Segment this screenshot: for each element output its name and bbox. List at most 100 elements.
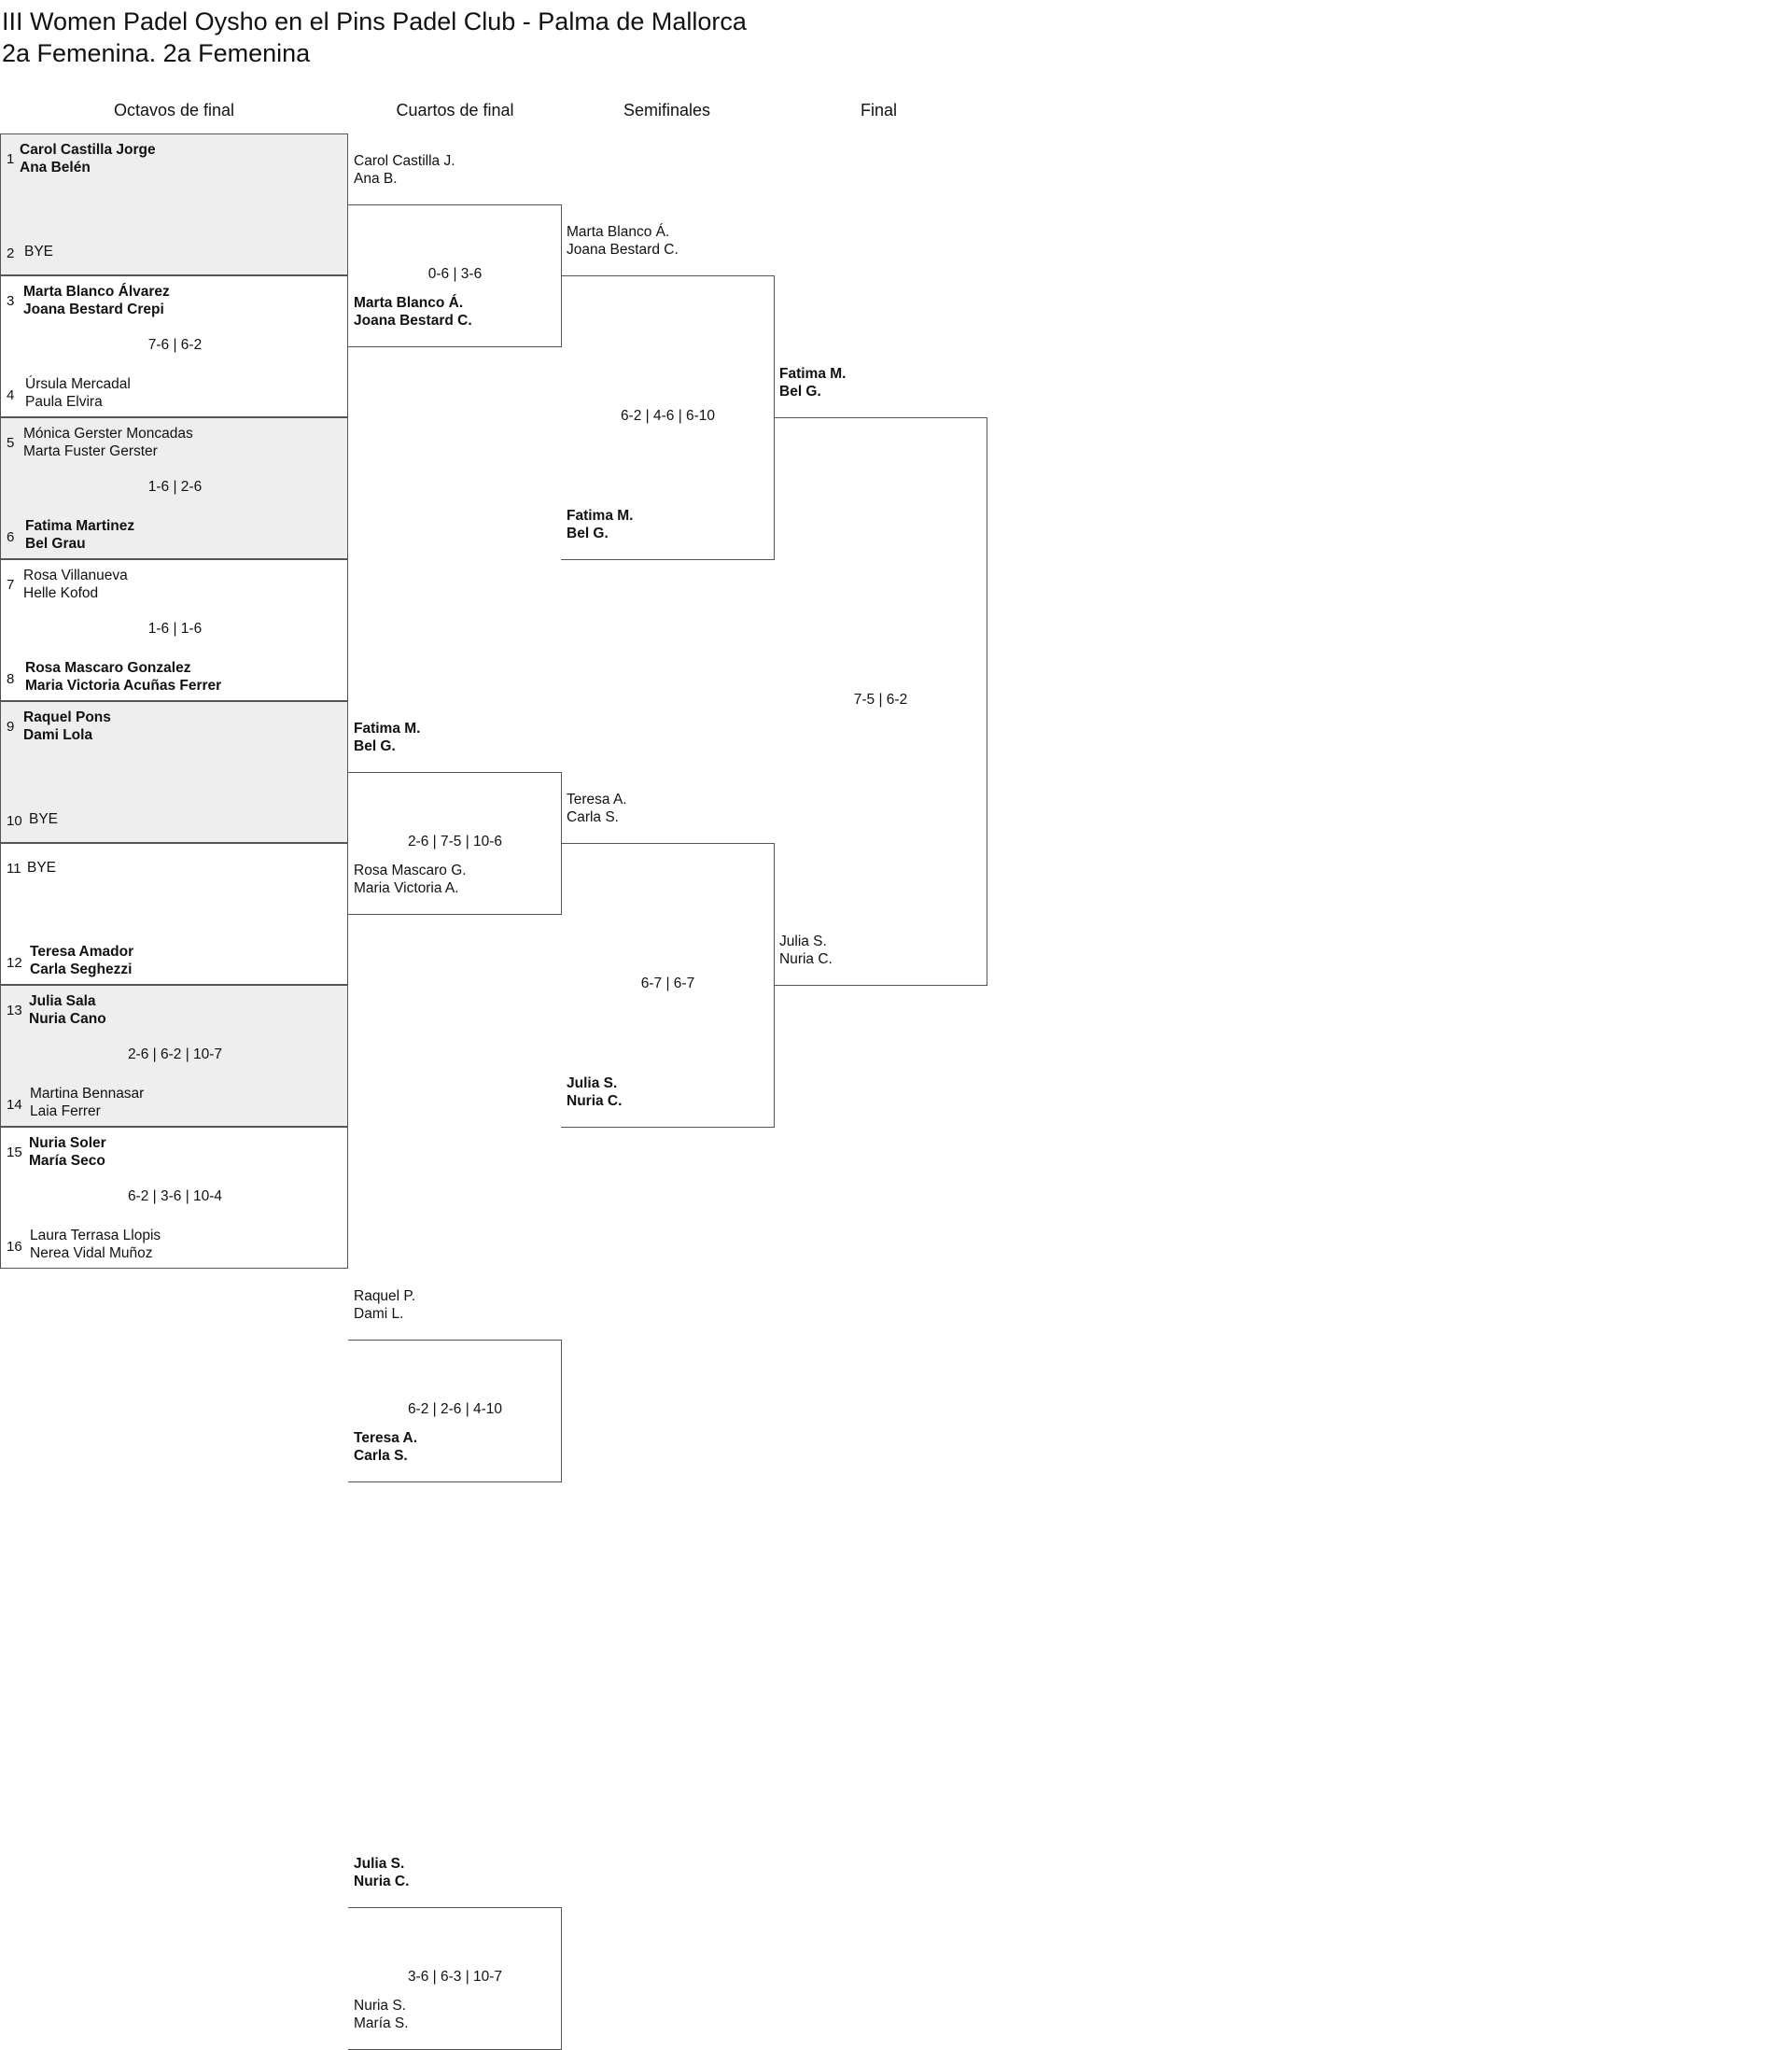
- team-b: BYE: [24, 243, 53, 260]
- player-name: Úrsula Mercadal: [25, 376, 131, 392]
- round-header-cuartos: Cuartos de final: [396, 101, 514, 119]
- player-name: Julia S.: [779, 934, 827, 949]
- seed-number: 3: [7, 293, 15, 309]
- qf-team-a: Raquel P.Dami L.: [354, 1287, 415, 1323]
- sf-score: 6-2 | 4-6 | 6-10: [620, 408, 716, 424]
- player-name: Ana B.: [354, 171, 398, 187]
- player-name: Teresa Amador: [30, 944, 134, 960]
- player-name: Maria Victoria A.: [354, 880, 459, 896]
- player-name: Carol Castilla Jorge: [20, 142, 156, 158]
- sf-team-a: Teresa A.Carla S.: [567, 791, 627, 826]
- seed-number: 15: [7, 1144, 22, 1160]
- player-name: Laura Terrasa Llopis: [30, 1228, 161, 1243]
- player-name: Helle Kofod: [23, 585, 99, 601]
- player-name: Teresa A.: [354, 1430, 418, 1446]
- page-subtitle: 2a Femenina. 2a Femenina: [2, 39, 311, 67]
- final-team-b: Julia S. Nuria C.: [779, 933, 833, 968]
- player-name: Marta Blanco Á.: [567, 224, 670, 240]
- match-score: 7-6 | 6-2: [147, 337, 203, 353]
- player-name: Rosa Mascaro Gonzalez: [25, 660, 191, 676]
- team-b: BYE: [29, 810, 58, 828]
- seed-number: 1: [7, 151, 15, 167]
- qf-score: 0-6 | 3-6: [427, 266, 483, 282]
- player-name: BYE: [29, 811, 59, 827]
- player-name: Carla S.: [567, 809, 619, 825]
- player-name: Nuria C.: [354, 1874, 410, 1889]
- player-name: Nuria C.: [779, 951, 833, 967]
- seed-number: 2: [7, 246, 15, 261]
- player-name: Nuria Soler: [29, 1135, 106, 1151]
- seed-number: 5: [7, 435, 15, 451]
- qf-score: 6-2 | 2-6 | 4-10: [407, 1401, 503, 1417]
- qf-score: 3-6 | 6-3 | 10-7: [407, 1969, 503, 1985]
- player-name: Marta Fuster Gerster: [23, 443, 158, 459]
- player-name: Joana Bestard C.: [354, 313, 472, 329]
- seed-number: 13: [7, 1003, 22, 1018]
- player-name: BYE: [27, 860, 57, 876]
- round-header-final: Final: [860, 101, 897, 119]
- player-name: Joana Bestard C.: [567, 242, 679, 258]
- player-name: BYE: [24, 244, 54, 260]
- player-name: María S.: [354, 2015, 409, 2031]
- player-name: Mónica Gerster Moncadas: [23, 426, 193, 442]
- match-score: 2-6 | 6-2 | 10-7: [127, 1046, 223, 1062]
- seed-number: 14: [7, 1097, 22, 1113]
- qf-team-b: Teresa A. Carla S.: [354, 1429, 417, 1465]
- player-name: Rosa Mascaro G.: [354, 863, 467, 878]
- player-name: Marta Blanco Álvarez: [23, 284, 170, 300]
- player-name: Ana Belén: [20, 160, 91, 176]
- seed-number: 10: [7, 813, 22, 829]
- player-name: Dami L.: [354, 1306, 404, 1322]
- player-name: Julia S.: [354, 1856, 405, 1872]
- player-name: Laia Ferrer: [30, 1103, 101, 1119]
- player-name: Rosa Villanueva: [23, 568, 128, 583]
- seed-number: 8: [7, 671, 15, 687]
- player-name: Paula Elvira: [25, 394, 103, 410]
- player-name: Julia S.: [567, 1075, 618, 1091]
- round-header-octavos: Octavos de final: [113, 101, 235, 119]
- player-name: Carla S.: [354, 1448, 408, 1464]
- qf-score: 2-6 | 7-5 | 10-6: [407, 834, 503, 849]
- final-score: 7-5 | 6-2: [853, 692, 908, 708]
- seed-number: 11: [7, 861, 21, 877]
- player-name: Joana Bestard Crepi: [23, 302, 164, 317]
- player-name: Fatima M.: [779, 366, 847, 382]
- page-title: III Women Padel Oysho en el Pins Padel C…: [2, 7, 747, 35]
- sf-team-b: Fatima M.Bel G.: [567, 507, 633, 542]
- player-name: Julia Sala: [29, 993, 96, 1009]
- player-name: Marta Blanco Á.: [354, 295, 464, 311]
- sf-score: 6-7 | 6-7: [640, 976, 695, 991]
- qf-team-b: Rosa Mascaro G. Maria Victoria A.: [354, 862, 467, 897]
- match-score: 1-6 | 1-6: [147, 621, 203, 637]
- final-connector: [774, 417, 987, 986]
- player-name: Carol Castilla J.: [354, 153, 455, 169]
- match-score: 6-2 | 3-6 | 10-4: [127, 1188, 223, 1204]
- player-name: Nuria C.: [567, 1093, 623, 1109]
- match-score: 1-6 | 2-6: [147, 479, 203, 495]
- player-name: Nuria Cano: [29, 1011, 106, 1027]
- player-name: Fatima Martinez: [25, 518, 135, 534]
- player-name: María Seco: [29, 1153, 105, 1169]
- player-name: Bel G.: [779, 384, 821, 400]
- sf-team-b: Julia S. Nuria C.: [567, 1074, 622, 1110]
- seed-number: 9: [7, 719, 15, 735]
- sf-team-a: Marta Blanco Á. Joana Bestard C.: [567, 223, 679, 259]
- player-name: Dami Lola: [23, 727, 93, 743]
- qf-team-a: Carol Castilla J. Ana B.: [354, 152, 455, 188]
